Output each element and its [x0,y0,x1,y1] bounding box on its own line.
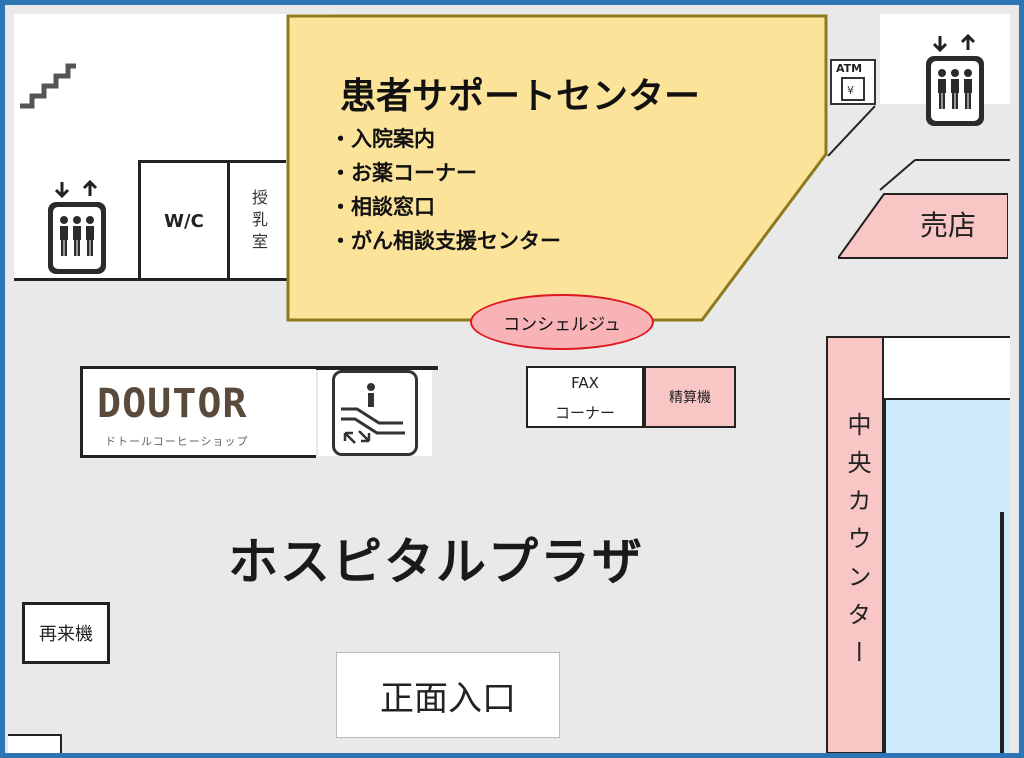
nursing-room[interactable]: 授乳室 [230,160,286,280]
escalator[interactable] [332,370,418,456]
restroom[interactable]: W/C [138,160,230,280]
atm[interactable]: ¥ ATM [828,58,878,106]
support-center-item: ・入院案内 [330,127,435,151]
revisit-machine-label: 再来機 [39,624,93,645]
waiting-area-wall [1000,512,1004,754]
support-center-item: ・がん相談支援センター [330,229,561,253]
north-wall-line [14,278,314,281]
concierge-label: コンシェルジュ [503,314,621,335]
waiting-area [884,400,1010,754]
main-entrance-label: 正面入口 [380,678,516,719]
plaza-label: ホスピタルプラザ [228,533,644,591]
fax-label: FAX [571,374,599,392]
fax-corner-label: コーナー [554,404,615,422]
elevator-left [22,160,132,280]
support-center-shape [286,14,828,322]
south-west-block [8,734,62,758]
doutor-logo: DOUTOR [97,381,248,427]
concierge[interactable]: コンシェルジュ [470,294,654,350]
payment-machine[interactable]: 精算機 [644,366,736,428]
doutor-divider [316,366,438,370]
elevator-icon [926,33,984,126]
central-counter-label: 中央カウンター [843,412,871,678]
support-center-item: ・お薬コーナー [330,161,477,185]
elevator-right [910,20,1000,132]
corridor-lines [827,105,1010,191]
doutor-coffee-shop[interactable]: DOUTOR ドトールコーヒーショップ [80,366,316,458]
support-center-item: ・相談窓口 [330,195,435,219]
main-entrance[interactable]: 正面入口 [336,652,560,738]
support-center-title: 患者サポートセンター [340,76,701,117]
doutor-subtitle: ドトールコーヒーショップ [105,435,249,448]
svg-text:¥: ¥ [847,84,854,97]
shop-label: 売店 [919,209,976,242]
central-counter[interactable]: 中央カウンター [826,336,884,754]
payment-machine-label: 精算機 [669,390,711,406]
stairs-icon [20,63,76,109]
atm-label: ATM [836,62,863,75]
atm-icon: ¥ [830,59,876,105]
nursing-room-label: 授乳室 [249,188,268,255]
escalator-icon [341,383,405,444]
revisit-machine[interactable]: 再来機 [22,602,110,664]
shop-shape [838,193,1008,259]
elevator-icon [48,179,106,274]
restroom-label: W/C [164,211,204,232]
support-center[interactable]: 患者サポートセンター ・入院案内 ・お薬コーナー ・相談窓口 ・がん相談支援セン… [330,72,770,282]
east-corridor [884,336,1010,400]
shop[interactable]: 売店 [898,196,998,252]
fax-corner[interactable]: FAX コーナー [526,366,644,428]
